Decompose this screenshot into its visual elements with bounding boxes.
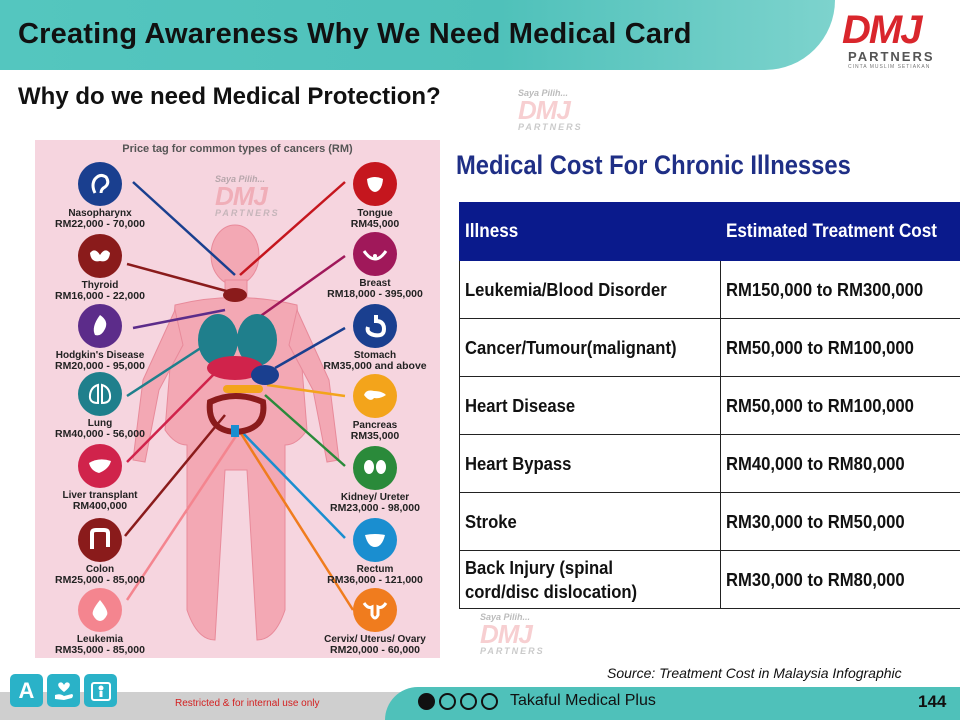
- infographic-watermark: Saya Pilih... DMJ PARTNERS: [215, 174, 280, 218]
- header-illness: Illness: [459, 202, 721, 261]
- cancer-item-tongue: Tongue RM45,000: [305, 162, 440, 230]
- table-row: Back Injury (spinal cord/disc dislocatio…: [459, 550, 960, 609]
- page-number: 144: [918, 692, 947, 711]
- footer-accent: [385, 687, 960, 720]
- restricted-notice: Restricted & for internal use only: [175, 698, 320, 709]
- cancer-item-pancreas: Pancreas RM35,000: [305, 374, 440, 442]
- letter-a-icon: A: [10, 674, 43, 707]
- logo-sub-text: PARTNERS: [848, 49, 935, 64]
- infographic-title: Price tag for common types of cancers (R…: [122, 143, 353, 155]
- source-note: Source: Treatment Cost in Malaysia Infog…: [607, 665, 902, 681]
- pancreas-icon: [364, 390, 386, 400]
- body-figure: [124, 181, 355, 641]
- uterus-icon: [362, 602, 388, 620]
- cancer-item-rectum: Rectum RM36,000 - 121,000: [305, 518, 440, 586]
- cancer-item-nasopharynx: Nasopharynx RM22,000 - 70,000: [35, 162, 170, 230]
- lymph-icon: [93, 315, 107, 336]
- person-card-icon: [84, 674, 117, 707]
- table-row: Stroke RM30,000 to RM50,000: [459, 492, 960, 551]
- progress-dot: [481, 693, 498, 710]
- logo-tagline: CINTA MUSLIM SETIAKAN: [848, 64, 931, 70]
- footer-icon-group: A: [10, 674, 117, 707]
- page-title: Creating Awareness Why We Need Medical C…: [18, 18, 692, 50]
- product-name: Takaful Medical Plus: [510, 692, 656, 709]
- cancer-item-liver: Liver transplant RM400,000: [35, 444, 170, 512]
- liver-icon: [89, 459, 111, 473]
- progress-dot: [418, 693, 435, 710]
- cancer-item-kidney: Kidney/ Ureter RM23,000 - 98,000: [305, 446, 440, 514]
- cancer-item-lung: Lung RM40,000 - 56,000: [35, 372, 170, 440]
- table-row: Cancer/Tumour(malignant) RM50,000 to RM1…: [459, 318, 960, 377]
- cancer-item-hodgkins: Hodgkin's Disease RM20,000 - 95,000: [35, 304, 170, 372]
- progress-dot: [439, 693, 456, 710]
- hand-heart-icon: [47, 674, 80, 707]
- cancer-item-colon: Colon RM25,000 - 85,000: [35, 518, 170, 586]
- header-estimated-cost: Estimated Treatment Cost: [719, 202, 960, 261]
- table-row: Heart Disease RM50,000 to RM100,000: [459, 376, 960, 435]
- blood-drop-icon: [92, 600, 108, 621]
- cancer-price-infographic: Price tag for common types of cancers (R…: [35, 140, 440, 658]
- title-bar: Creating Awareness Why We Need Medical C…: [0, 0, 960, 70]
- cancer-item-breast: Breast RM18,000 - 395,000: [305, 232, 440, 300]
- lung-icon: [88, 383, 112, 405]
- dmj-logo: DMJ PARTNERS CINTA MUSLIM SETIAKAN: [842, 10, 952, 70]
- mouth-icon: [367, 177, 383, 192]
- breast-icon: [362, 250, 388, 261]
- cancer-item-thyroid: Thyroid RM16,000 - 22,000: [35, 234, 170, 302]
- progress-dots: [418, 693, 498, 710]
- thyroid-icon: [90, 250, 110, 262]
- table-watermark: Saya Pilih... DMJ PARTNERS: [480, 612, 545, 656]
- cancer-item-leukemia: Leukemia RM35,000 - 85,000: [35, 588, 170, 656]
- stomach-icon: [365, 315, 387, 338]
- logo-main-text: DMJ: [842, 8, 922, 52]
- rectum-icon: [365, 534, 385, 547]
- section-subtitle: Why do we need Medical Protection?: [18, 83, 441, 110]
- cost-section-title: Medical Cost For Chronic Illnesses: [456, 150, 851, 180]
- ear-icon: [91, 173, 110, 194]
- table-row: Leukemia/Blood Disorder RM150,000 to RM3…: [459, 260, 960, 319]
- cancer-item-stomach: Stomach RM35,000 and above: [305, 304, 440, 372]
- watermark-logo: Saya Pilih... DMJ PARTNERS: [518, 88, 583, 132]
- colon-icon: [90, 528, 110, 549]
- title-background: [0, 0, 835, 70]
- cancer-item-cervix: Cervix/ Uterus/ Ovary RM20,000 - 60,000: [305, 588, 440, 656]
- kidney-icon: [364, 460, 386, 474]
- table-row: Heart Bypass RM40,000 to RM80,000: [459, 434, 960, 493]
- table-header-row: Illness Estimated Treatment Cost: [459, 202, 960, 261]
- progress-dot: [460, 693, 477, 710]
- chronic-illness-cost-table: Illness Estimated Treatment Cost Leukemi…: [459, 202, 960, 609]
